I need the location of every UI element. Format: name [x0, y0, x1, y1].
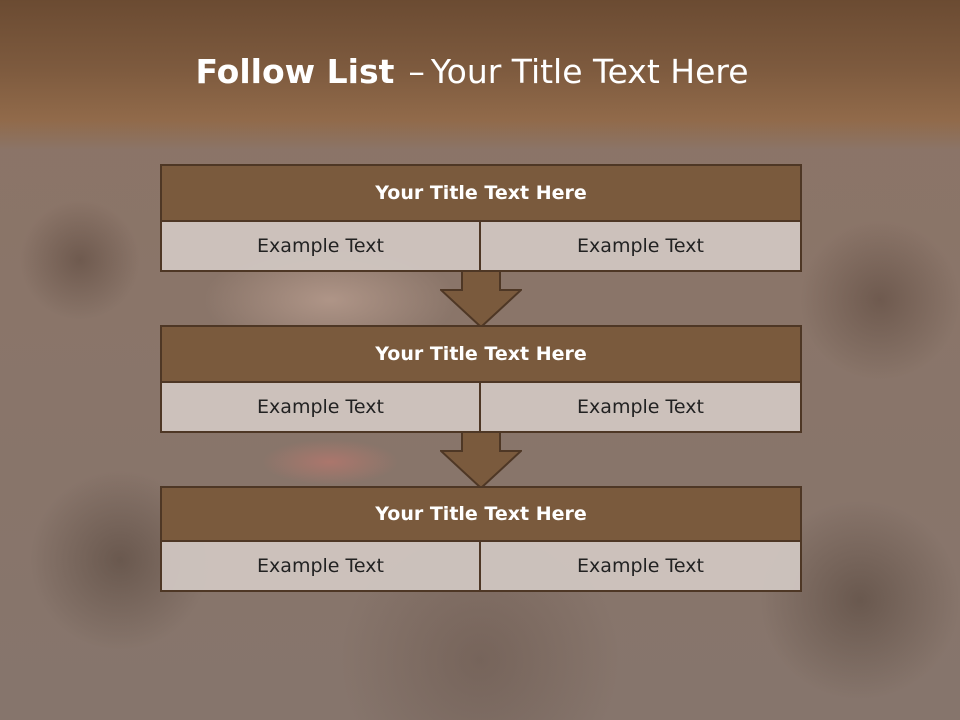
step-title-1: Your Title Text Here — [160, 164, 802, 222]
step-2-left-cell: Example Text — [160, 383, 481, 433]
slide-title-rest: Your Title Text Here — [430, 52, 749, 91]
step-title-3: Your Title Text Here — [160, 486, 802, 542]
step-cells-3: Example Text Example Text — [160, 542, 802, 592]
step-3-left-cell: Example Text — [160, 542, 481, 592]
step-title-2: Your Title Text Here — [160, 325, 802, 383]
step-2-right-cell: Example Text — [481, 383, 802, 433]
header-band — [0, 0, 960, 150]
step-block-2: Your Title Text Here Example Text Exampl… — [160, 325, 802, 433]
step-block-3: Your Title Text Here Example Text Exampl… — [160, 486, 802, 592]
step-1-right-cell: Example Text — [481, 222, 802, 272]
step-3-right-cell: Example Text — [481, 542, 802, 592]
down-arrow-icon — [440, 431, 522, 489]
step-block-1: Your Title Text Here Example Text Exampl… — [160, 164, 802, 272]
step-cells-2: Example Text Example Text — [160, 383, 802, 433]
slide-title-separator: – — [408, 52, 425, 91]
slide-title-bold: Follow List — [195, 52, 395, 91]
step-cells-1: Example Text Example Text — [160, 222, 802, 272]
step-1-left-cell: Example Text — [160, 222, 481, 272]
slide-title: Follow List–Your Title Text Here — [0, 52, 944, 91]
down-arrow-icon — [440, 270, 522, 328]
